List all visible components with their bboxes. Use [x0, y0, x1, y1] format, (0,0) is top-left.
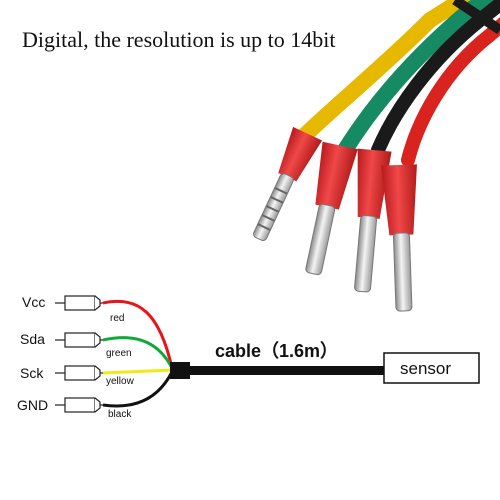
pin-label-vcc: Vcc [22, 294, 45, 310]
ferrule-2 [305, 141, 358, 276]
pin-label-sck: Sck [20, 365, 44, 381]
pin-label-sda: Sda [20, 331, 45, 347]
ferrule-3 [354, 148, 392, 293]
photo-wire-green [337, 0, 500, 158]
schematic: Vcc Sda Sck GND [17, 294, 480, 420]
headline: Digital, the resolution is up to 14bit [22, 27, 336, 52]
terminal-sck [55, 365, 103, 381]
photo-cable-bundle [253, 0, 500, 312]
photo-wire-black [371, 0, 500, 157]
wire-label-green: green [106, 348, 132, 359]
wire-label-red: red [110, 313, 124, 324]
sensor-box [383, 352, 480, 384]
photo-wire-red [401, 17, 500, 167]
terminal-sda [55, 332, 103, 348]
cable-label: cable（1.6m） [215, 341, 338, 361]
ferrule-4 [380, 164, 417, 312]
pin-label-gnd: GND [17, 397, 48, 413]
wire-yellow [102, 368, 173, 375]
terminal-vcc [55, 295, 103, 311]
cable-sleeve [170, 362, 190, 379]
wire-label-yellow: yellow [106, 376, 135, 387]
cable [188, 366, 388, 375]
terminal-gnd [55, 397, 103, 413]
sensor-label: sensor [400, 359, 451, 378]
wire-green [102, 336, 174, 369]
wire-label-black: black [108, 409, 132, 420]
ferrule-1 [253, 126, 323, 241]
photo-wire-yellow [292, 0, 477, 148]
wire-black [102, 371, 174, 408]
wire-red [102, 299, 174, 369]
